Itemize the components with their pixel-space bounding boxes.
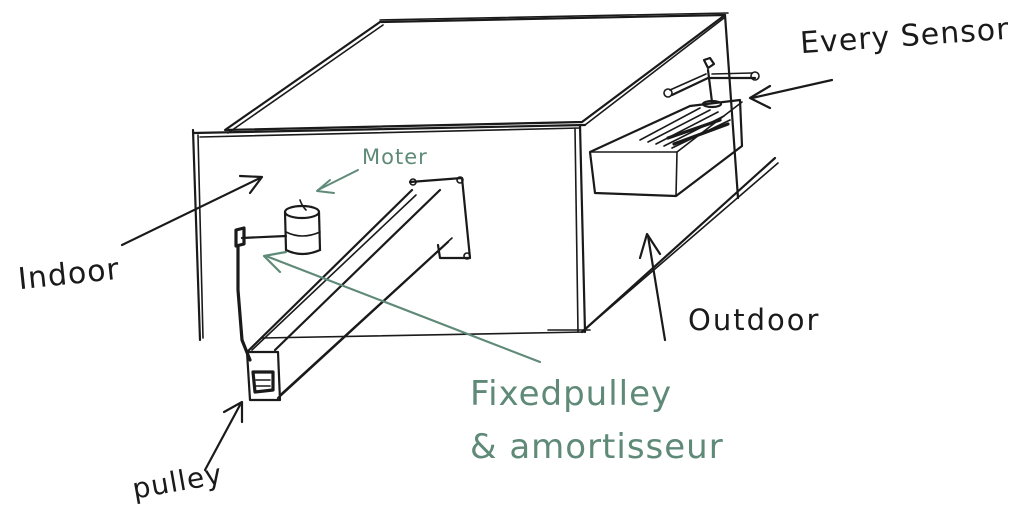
black-arrows xyxy=(120,78,834,472)
label-outdoor: Outdoor xyxy=(688,303,821,337)
right-far-edge xyxy=(723,13,740,200)
front-bottom-edge xyxy=(261,331,586,339)
label-fixed-pulley: Fixedpulley xyxy=(470,374,673,414)
green-arrows xyxy=(262,169,542,364)
duct-front-end xyxy=(245,350,282,402)
pulley-arrow xyxy=(203,403,242,472)
room-box xyxy=(191,12,779,342)
fixed-pulley-arrow xyxy=(264,254,542,364)
label-moter: Moter xyxy=(362,145,428,169)
outdoor-arrow xyxy=(646,234,667,342)
sensor-box xyxy=(588,56,760,198)
label-amortisseur: & amortisseur xyxy=(470,427,724,467)
front-right-edge xyxy=(578,123,587,334)
sensor-arrow xyxy=(750,78,834,100)
indoor-arrow xyxy=(120,176,262,247)
motor xyxy=(234,199,322,256)
right-bottom-edge xyxy=(580,156,777,334)
front-top-edge xyxy=(191,123,587,135)
duct-beam xyxy=(245,176,472,402)
sensor-mast xyxy=(706,68,714,104)
room-top-face xyxy=(223,13,727,132)
rope xyxy=(236,244,252,362)
front-left-edge xyxy=(191,128,202,342)
moter-arrow xyxy=(317,169,359,191)
